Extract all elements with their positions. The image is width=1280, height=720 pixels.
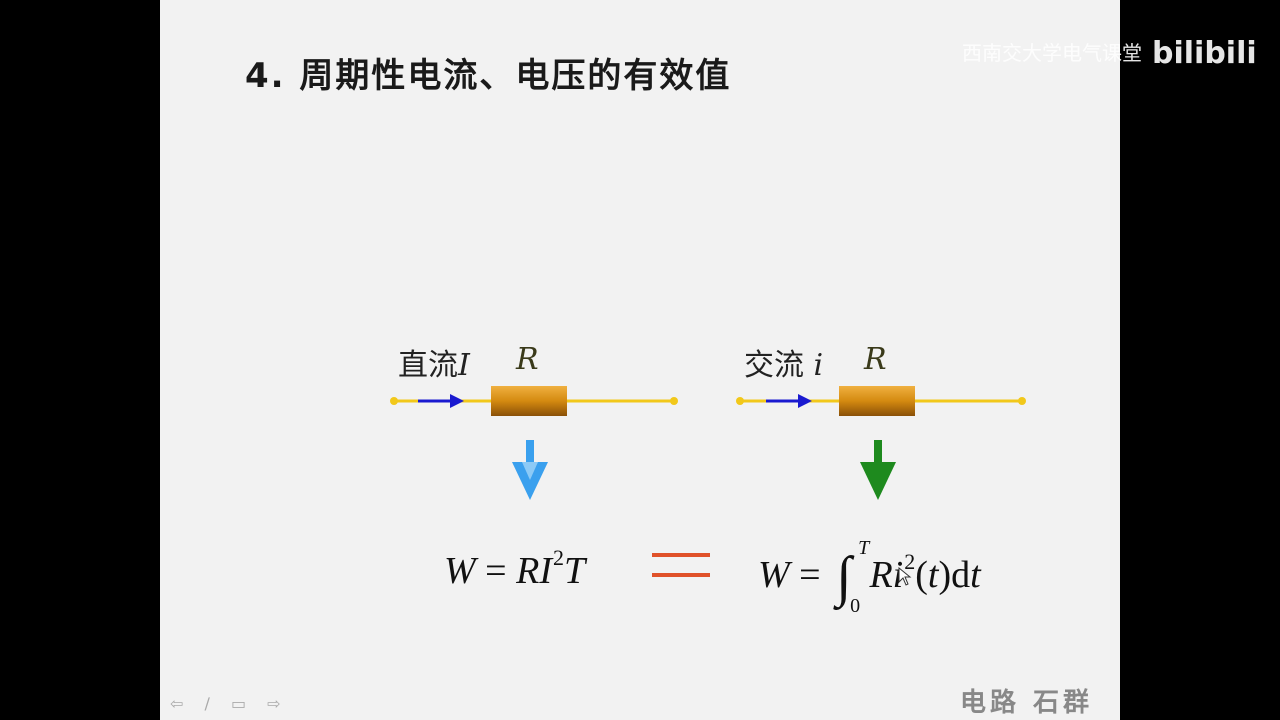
channel-name: 西南交大学电气课堂 xyxy=(962,41,1142,65)
bilibili-logo-icon: bilibili xyxy=(1152,36,1257,71)
formula-current: I xyxy=(539,550,552,592)
author-credit: 电路 石群 xyxy=(960,688,1094,718)
ac-label: 交流 i xyxy=(744,340,823,384)
equality-sign xyxy=(652,553,710,579)
ac-resistor-label: R xyxy=(864,342,887,377)
dc-current-arrowhead xyxy=(450,394,464,408)
formula-current: i xyxy=(892,554,904,596)
formula-paren-open: ( xyxy=(915,554,928,596)
dc-current-symbol: I xyxy=(458,348,470,383)
dc-label-text: 直流 xyxy=(398,348,458,383)
equality-bar-bottom xyxy=(652,573,710,577)
formula-paren-close-d: )d xyxy=(938,554,971,596)
circuit-diagram xyxy=(390,386,1026,500)
slide-nav-controls[interactable]: ⇦ ∕ ▭ ⇨ xyxy=(170,694,289,713)
formula-t: T xyxy=(563,550,586,592)
video-watermark: 西南交大学电气课堂 bilibili xyxy=(962,36,1257,71)
formula-w: W xyxy=(758,554,790,596)
ac-terminal-right xyxy=(1018,397,1026,405)
ac-down-arrow-icon xyxy=(860,440,896,500)
ac-label-text: 交流 xyxy=(744,348,814,383)
ac-circuit xyxy=(736,386,1026,500)
dc-terminal-right xyxy=(670,397,678,405)
formula-dt: t xyxy=(970,554,981,596)
dc-resistor xyxy=(491,386,567,416)
ac-terminal-left xyxy=(736,397,744,405)
slide-title: 4. 周期性电流、电压的有效值 xyxy=(245,56,732,96)
integral-lower-limit: 0 xyxy=(850,595,861,617)
slide: 4. 周期性电流、电压的有效值 直流I R 交流 i R xyxy=(160,0,1120,720)
dc-energy-formula: W = RI2T xyxy=(444,545,585,593)
formula-exponent: 2 xyxy=(904,549,916,574)
equality-bar-top xyxy=(652,553,710,557)
dc-down-arrow-icon xyxy=(512,440,548,500)
formula-equals: = xyxy=(789,554,831,596)
dc-circuit xyxy=(390,386,678,500)
formula-t: t xyxy=(927,554,939,596)
dc-resistor-label: R xyxy=(516,342,539,377)
mouse-cursor-icon xyxy=(898,567,912,586)
ac-resistor xyxy=(839,386,915,416)
formula-r: R xyxy=(516,550,540,592)
integral-upper-limit: T xyxy=(858,537,870,559)
ac-current-symbol: i xyxy=(813,348,824,383)
dc-label: 直流I xyxy=(398,340,470,384)
dc-terminal-left xyxy=(390,397,398,405)
formula-exponent: 2 xyxy=(552,545,564,570)
formula-w: W xyxy=(444,550,476,592)
formula-r: R xyxy=(869,554,893,596)
ac-current-arrowhead xyxy=(798,394,812,408)
formula-equals: = xyxy=(475,550,517,592)
